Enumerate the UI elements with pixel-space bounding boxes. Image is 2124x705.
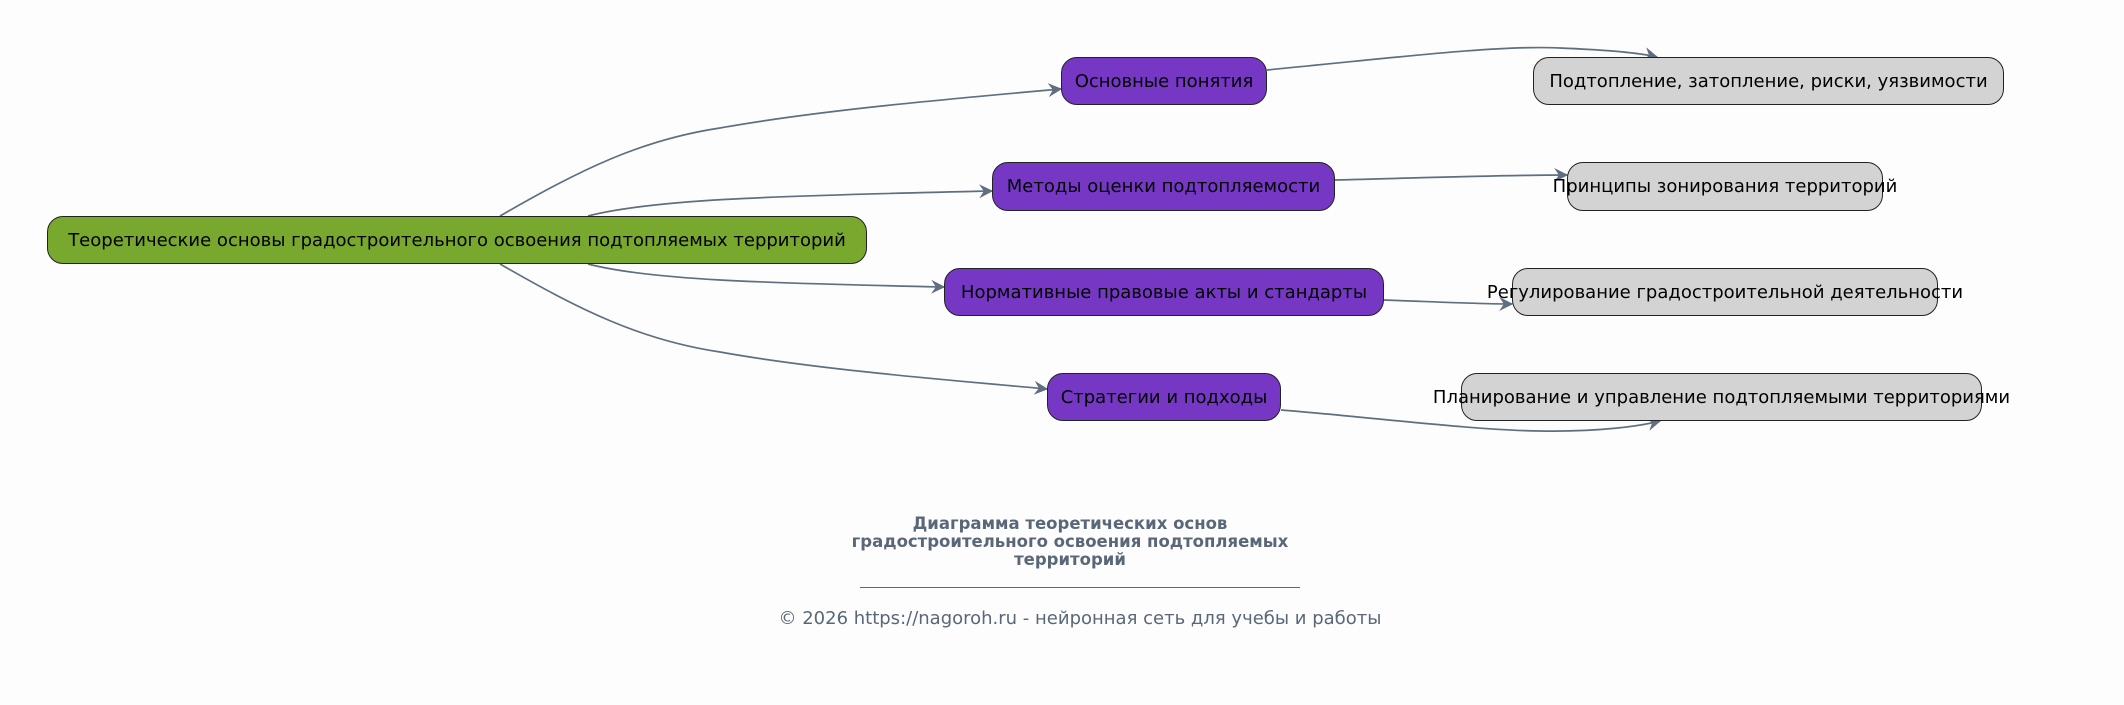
- edge-root-to-strategies: [499, 263, 1049, 395]
- edge-root-to-regulations: [587, 263, 946, 294]
- node-urban-regulation[interactable]: Регулирование градостроительной деятельн…: [1487, 268, 1963, 316]
- node-label: Регулирование градостроительной деятельн…: [1486, 281, 1964, 303]
- title-line: территорий: [1014, 550, 1126, 569]
- node-assessment-methods[interactable]: Методы оценки подтопляемости: [992, 162, 1335, 211]
- node-label: Планирование и управление подтопляемыми …: [1432, 386, 2011, 408]
- edge-root-to-basic-concepts: [499, 83, 1063, 217]
- node-flooding-risks[interactable]: Подтопление, затопление, риски, уязвимос…: [1533, 57, 2004, 105]
- edge-regulations-to-urban-regulation: [1383, 296, 1514, 311]
- node-label: Основные понятия: [1074, 70, 1254, 92]
- footer-copyright: © 2026 https://nagoroh.ru - нейронная се…: [778, 608, 1382, 629]
- edge-root-to-assessment-methods: [587, 184, 994, 217]
- root-node[interactable]: Теоретические основы градостроительного …: [47, 216, 867, 264]
- title-line: градостроительного освоения подтопляемых: [851, 532, 1289, 551]
- node-label: Методы оценки подтопляемости: [1006, 176, 1321, 197]
- node-basic-concepts[interactable]: Основные понятия: [1061, 57, 1267, 105]
- title-line: Диаграмма теоретических основ: [912, 514, 1228, 533]
- edge-basic-concepts-to-flooding: [1266, 46, 1659, 71]
- node-label: Принципы зонирования территорий: [1552, 176, 1898, 197]
- edge-strategies-to-planning: [1280, 409, 1662, 432]
- node-strategies[interactable]: Стратегии и подходы: [1047, 373, 1281, 421]
- node-zoning-principles[interactable]: Принципы зонирования территорий: [1553, 162, 1897, 211]
- node-label: Подтопление, затопление, риски, уязвимос…: [1549, 70, 1988, 92]
- node-regulations[interactable]: Нормативные правовые акты и стандарты: [944, 268, 1384, 316]
- node-label: Стратегии и подходы: [1060, 386, 1268, 408]
- diagram-title: Диаграмма теоретических основ градострои…: [760, 515, 1380, 569]
- node-planning-management[interactable]: Планирование и управление подтопляемыми …: [1433, 373, 2010, 421]
- edge-assessment-methods-to-zoning: [1334, 168, 1569, 183]
- title-separator: [860, 587, 1300, 588]
- root-node-label: Теоретические основы градостроительного …: [68, 229, 846, 251]
- node-label: Нормативные правовые акты и стандарты: [960, 281, 1368, 303]
